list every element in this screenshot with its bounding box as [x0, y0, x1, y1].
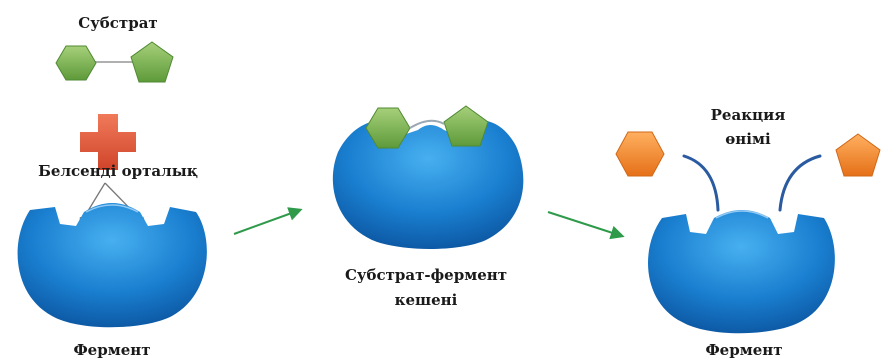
arrow-right-icon: [233, 207, 303, 235]
substrate-pentagon: [130, 41, 174, 83]
release-arc-left: [682, 154, 720, 212]
enzyme-right-label: Фермент: [705, 341, 782, 359]
plus-icon: [80, 114, 136, 170]
product-label-line1: Реакция: [711, 106, 786, 124]
product-label-line2: өнімі: [725, 130, 771, 148]
enzyme-right: [648, 210, 835, 334]
complex-substrate-pentagon: [443, 105, 489, 147]
enzyme-left: [17, 203, 207, 328]
complex-label-line2: кешені: [395, 291, 458, 309]
complex-substrate-hexagon: [365, 107, 411, 149]
substrate-hexagon: [55, 45, 97, 81]
release-arc-right: [778, 154, 822, 212]
substrate-molecule: [55, 41, 174, 83]
product-hexagon: [615, 131, 665, 177]
arrow-right-icon-2: [547, 211, 625, 240]
enzyme-complex: [332, 119, 524, 250]
product-pentagon: [835, 133, 881, 177]
complex-label-line1: Субстрат-фермент: [345, 266, 507, 284]
enzyme-left-label: Фермент: [73, 341, 150, 359]
active-site-label: Белсенді орталық: [38, 162, 198, 180]
substrate-label: Субстрат: [78, 14, 157, 32]
